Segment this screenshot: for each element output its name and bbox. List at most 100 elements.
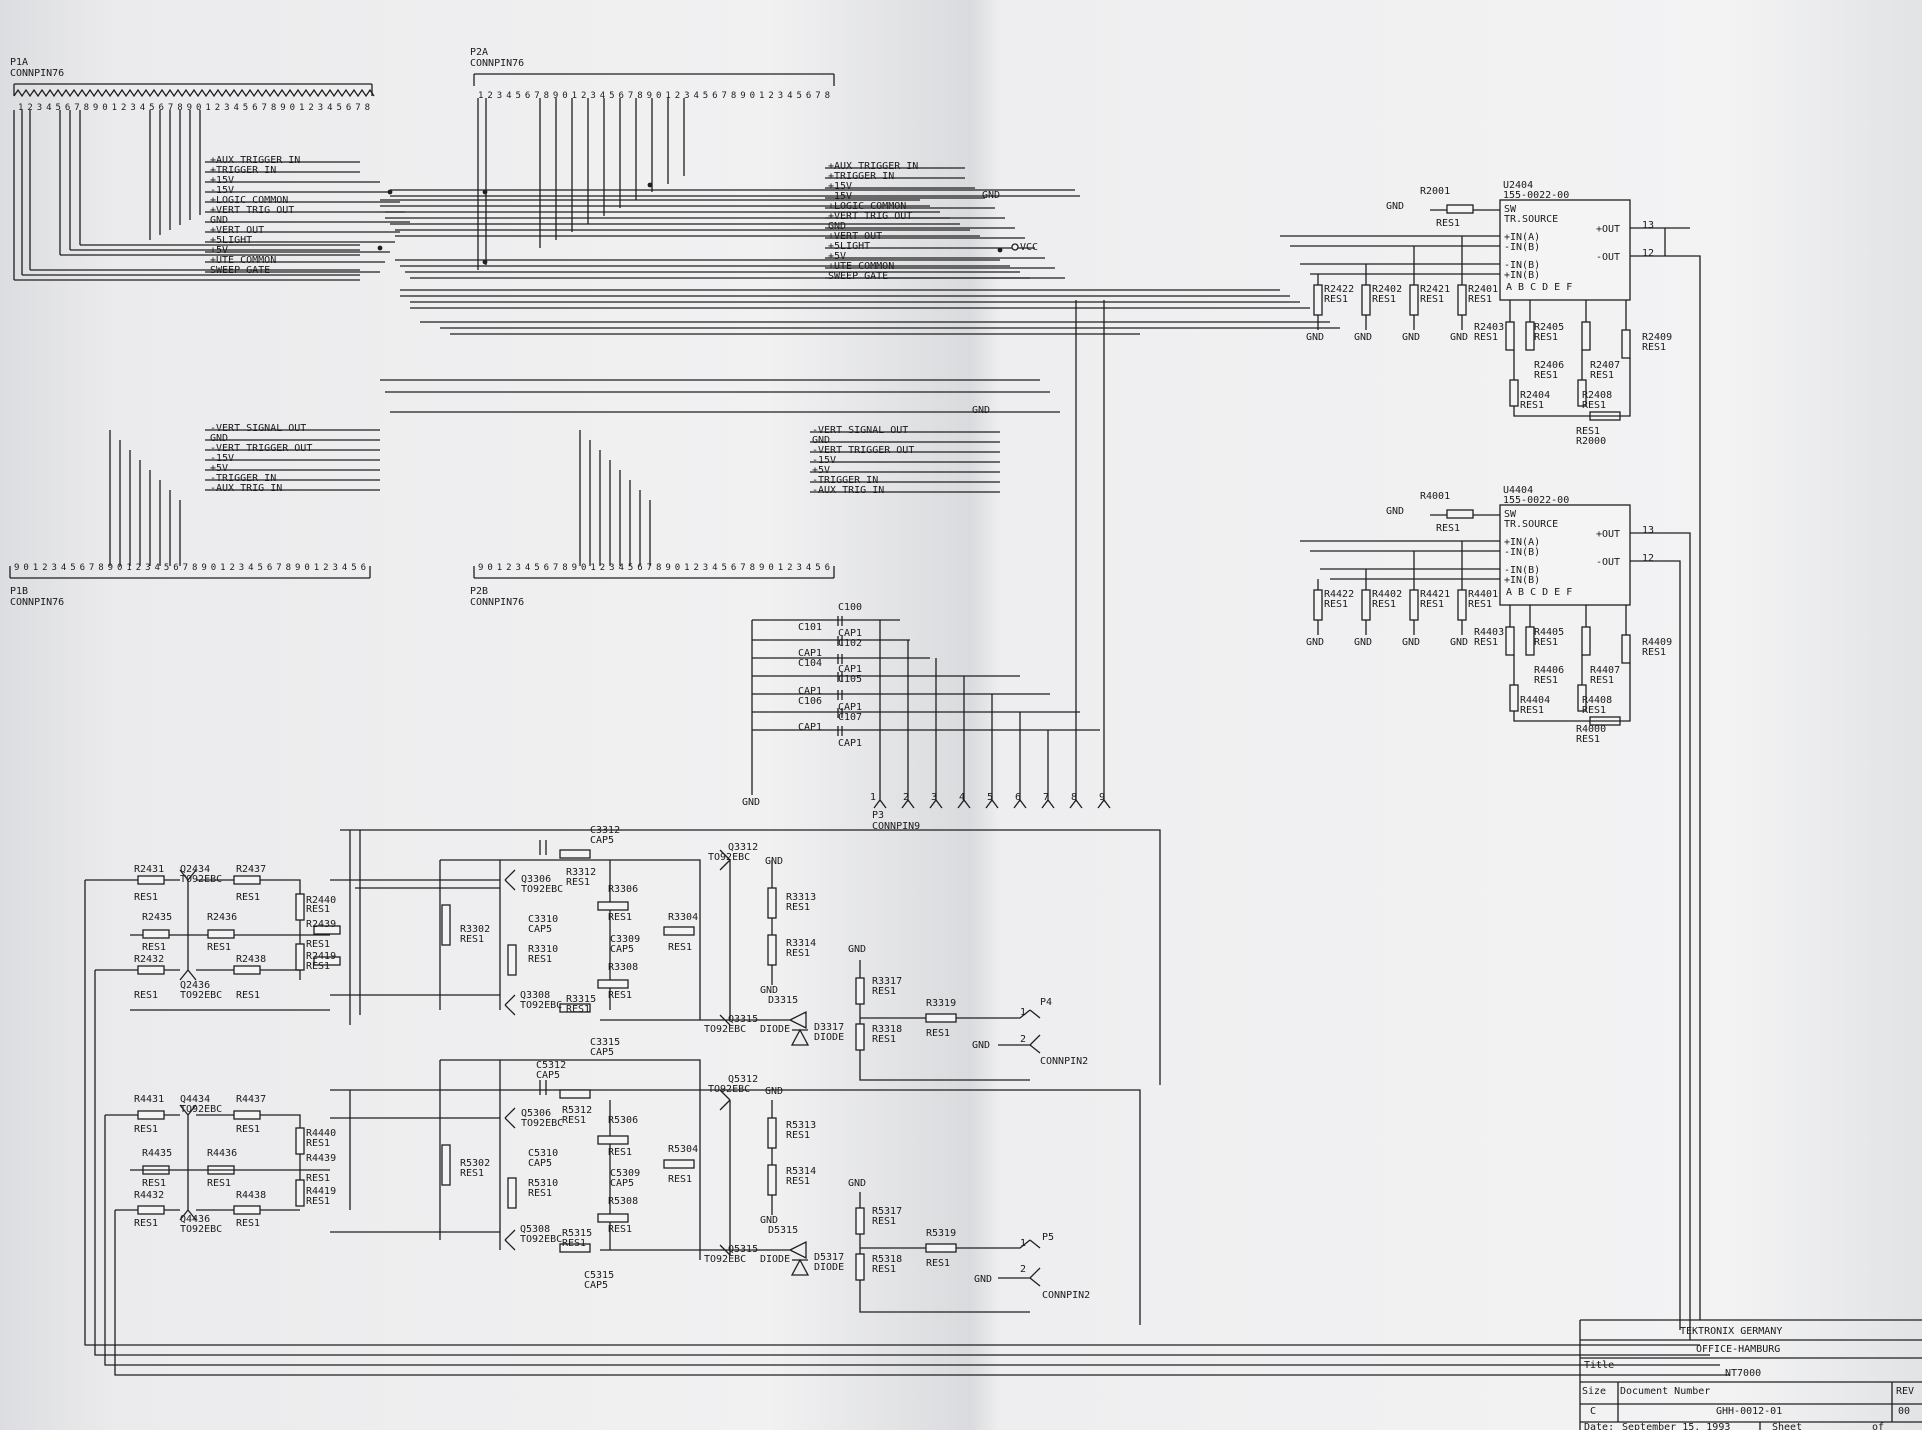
amplifier-top: R2431 Q2434 TO92EBC R2437 RES1 RES1 R244… (84, 825, 1710, 1356)
signal-label: +15V (210, 175, 234, 186)
gnd-net-label: GND (1402, 637, 1420, 648)
res-val: RES1 (1534, 370, 1558, 381)
chip-pin-num: 13 (1642, 220, 1654, 231)
res-val: RES1 (1420, 599, 1444, 610)
cap-ref: C106 (798, 696, 822, 707)
amp-ref: R5315 (562, 1228, 592, 1239)
signal-label: +5V (828, 251, 846, 262)
res-ref: R4408 (1582, 695, 1612, 706)
signal-label: +TRIGGER IN (210, 165, 276, 176)
res-val: RES1 (1520, 400, 1544, 411)
signal-label: -15V (210, 185, 234, 196)
gnd-net-label: GND (765, 1086, 783, 1097)
amp-val: RES1 (528, 954, 552, 965)
amp-val: RES1 (236, 990, 260, 1001)
signal-label: -VERT TRIGGER OUT (812, 445, 914, 456)
p4-ref: P4 (1040, 997, 1052, 1008)
vcc-terminal (1011, 243, 1019, 251)
amp-ref: R3317 (872, 976, 902, 987)
amp-ref: C5309 (610, 1168, 640, 1179)
amp-pkg: TO92EBC (180, 874, 222, 885)
connector-p3: 1 2 3 4 5 6 7 8 9 P3 CONNPIN9 (870, 300, 1111, 832)
amp-ref: R2437 (236, 864, 266, 875)
res-ref: R2401 (1468, 284, 1498, 295)
amp-ref: R3306 (608, 884, 638, 895)
amp-val: RES1 (236, 892, 260, 903)
res-val: RES1 (1372, 294, 1396, 305)
signal-label: +TRIGGER IN (828, 171, 894, 182)
cap-type: CAP1 (838, 702, 862, 713)
connector-p1b: 90123456789012345678901234567890123456 P… (9, 563, 371, 608)
rev-label: REV (1896, 1386, 1914, 1397)
amp-val: RES1 (528, 1188, 552, 1199)
gnd-net-label: GND (1306, 637, 1324, 648)
amp-ref: R3318 (872, 1024, 902, 1035)
gnd-net-label: GND (760, 985, 778, 996)
p1b-ref: P1B (10, 586, 28, 597)
amp-ref: R5314 (786, 1166, 816, 1177)
amp-ref: R4437 (236, 1094, 266, 1105)
res-ref: R2402 (1372, 284, 1402, 295)
res-ref: R2405 (1534, 322, 1564, 333)
res-ref: R2407 (1590, 360, 1620, 371)
amp-ref: R3315 (566, 994, 596, 1005)
amp-ref: R2438 (236, 954, 266, 965)
amp-ref: D5317 (814, 1252, 844, 1263)
res-val: RES1 (1534, 332, 1558, 343)
res-val: RES1 (1520, 705, 1544, 716)
amp-ref: R3319 (926, 998, 956, 1009)
p5-pin: 1 (1020, 1238, 1026, 1249)
chip-u4404: U4404 155-0022-00 SW TR.SOURCE +IN(A) -I… (1300, 485, 1691, 1340)
p4-pin: 2 (1020, 1034, 1026, 1045)
amp-pkg: TO92EBC (708, 852, 750, 863)
connector-p1a: P1A CONNPIN76 12345678901234567890123456… (10, 57, 375, 113)
cap-type: CAP1 (838, 628, 862, 639)
amp-val: RES1 (562, 1115, 586, 1126)
chip-sw: SW (1504, 509, 1517, 520)
amp-val: RES1 (926, 1028, 950, 1039)
res-val: RES1 (1324, 599, 1348, 610)
chip-pin-num: 13 (1642, 525, 1654, 536)
amp-pkg: TO92EBC (708, 1084, 750, 1095)
signal-label: +LOGIC COMMON (828, 201, 906, 212)
amp-ref: Q5306 (521, 1108, 551, 1119)
signal-label: -VERT TRIGGER OUT (210, 443, 312, 454)
gnd-net-label: GND (765, 856, 783, 867)
chip-pin: -IN(B) (1504, 260, 1540, 271)
p3-ref: P3 (872, 810, 884, 821)
gnd-net-label: GND (982, 190, 1000, 201)
signal-label: +UTE COMMON (210, 255, 276, 266)
chip-sw: SW (1504, 204, 1517, 215)
res-val: RES1 (1468, 294, 1492, 305)
p1a-part: CONNPIN76 (10, 68, 64, 79)
amp-pkg: TO92EBC (704, 1254, 746, 1265)
cap-ref: C101 (798, 622, 822, 633)
p3-part: CONNPIN9 (872, 821, 920, 832)
amp-ref: Q5312 (728, 1074, 758, 1085)
res-val: RES1 (1474, 637, 1498, 648)
amp-ref: R5319 (926, 1228, 956, 1239)
title-office: OFFICE-HAMBURG (1696, 1344, 1780, 1355)
gnd-net-label: GND (1354, 332, 1372, 343)
amp-val: RES1 (142, 1178, 166, 1189)
amp-val: RES1 (872, 1264, 896, 1275)
title-value: NT7000 (1725, 1368, 1761, 1379)
amp-val: RES1 (306, 1138, 330, 1149)
date-value: September 15, 1993 (1622, 1422, 1730, 1430)
gnd-net-label: GND (848, 1178, 866, 1189)
gnd-net-label: GND (1386, 201, 1404, 212)
amp-val: RES1 (236, 1124, 260, 1135)
chip-pin: +IN(B) (1504, 575, 1540, 586)
amp-pkg: TO92EBC (704, 1024, 746, 1035)
sheet-label: Sheet (1772, 1422, 1802, 1430)
signal-label: +5V (210, 463, 228, 474)
res-val: RES1 (1590, 370, 1614, 381)
amp-val: RES1 (460, 1168, 484, 1179)
amp-val: RES1 (608, 990, 632, 1001)
amp-val: RES1 (786, 948, 810, 959)
amp-ref: R2431 (134, 864, 164, 875)
amp-val: RES1 (786, 1130, 810, 1141)
gnd-net-label: GND (1450, 637, 1468, 648)
res-val: RES1 (1420, 294, 1444, 305)
amp-val: RES1 (142, 942, 166, 953)
